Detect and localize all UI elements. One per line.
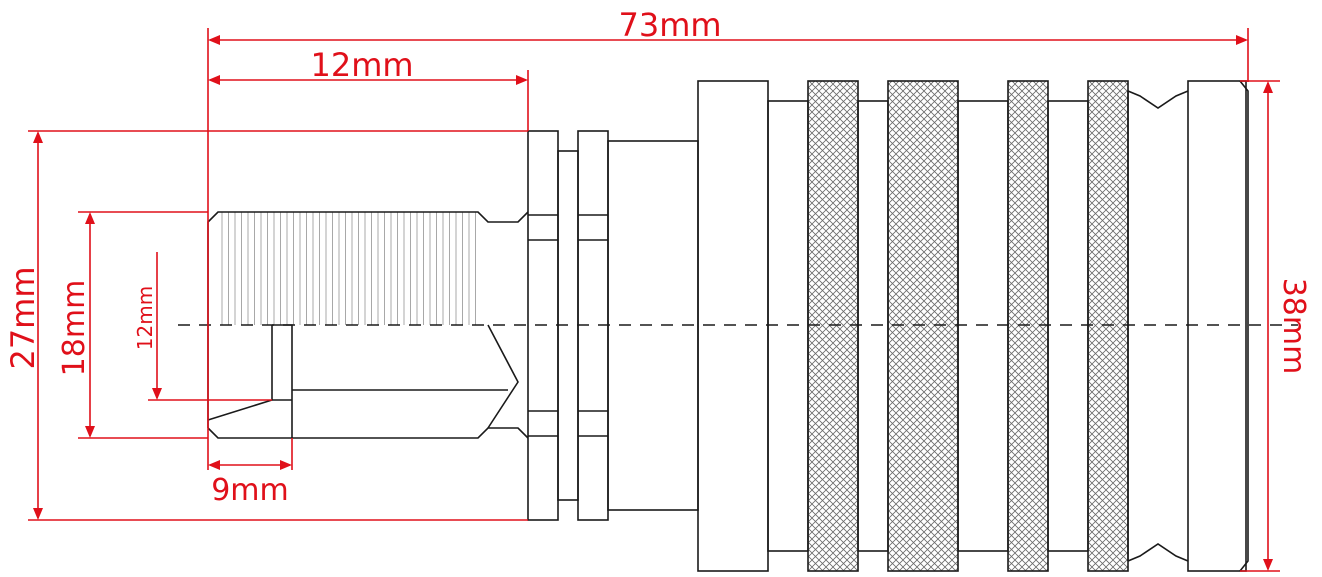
label-bore-depth: 9mm (211, 473, 289, 508)
dim-line-knob-diameter (1263, 81, 1273, 571)
knurl-band-2 (887, 80, 959, 572)
dimension-lines (28, 28, 1280, 572)
label-body-diameter: 27mm (4, 266, 42, 369)
dim-line-body-diameter (33, 131, 43, 520)
dim-line-bore-depth (208, 460, 292, 470)
dim-line-bore-diameter (152, 252, 162, 400)
nut-plates (527, 130, 609, 521)
knurl-band-4 (1087, 80, 1129, 572)
label-knob-diameter: 38mm (1276, 278, 1311, 375)
dim-line-overall-length (208, 35, 1248, 45)
threaded-stem (207, 211, 529, 439)
part-outline (207, 80, 1249, 572)
label-thread-length: 12mm (310, 46, 413, 84)
knob-body (697, 80, 1249, 572)
label-bore-diameter: 12mm (133, 286, 157, 350)
knurl-band-1 (807, 80, 859, 572)
label-thread-diameter: 18mm (57, 280, 92, 377)
internal-bore (207, 324, 508, 438)
knurl-band-3 (1007, 80, 1049, 572)
dim-line-thread-diameter (85, 212, 95, 438)
dim-line-thread-length (208, 75, 528, 85)
label-overall-length: 73mm (618, 6, 721, 44)
